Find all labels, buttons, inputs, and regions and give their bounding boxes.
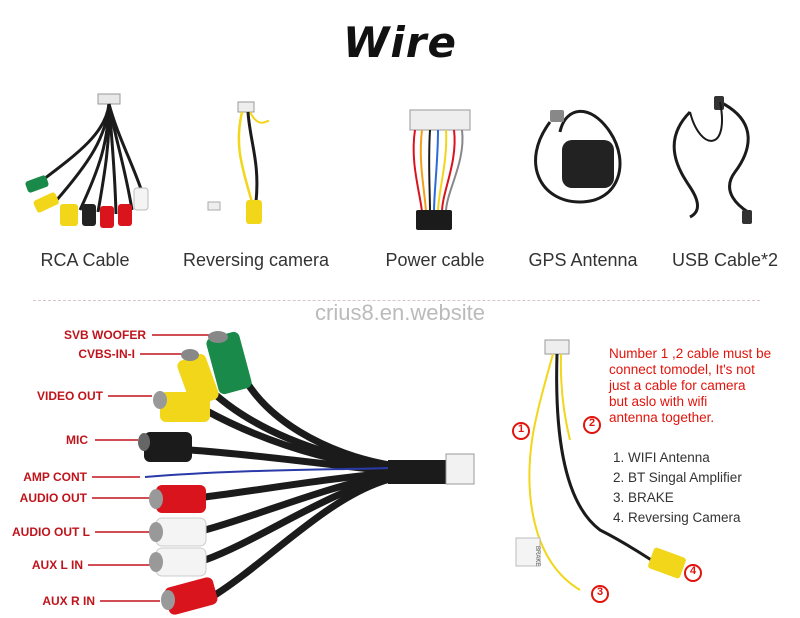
- rca-cable-icon: [25, 93, 149, 228]
- note-line-3: just a cable for camera: [609, 378, 746, 393]
- product-label-reversing-camera: Reversing camera: [182, 250, 330, 270]
- camera-cable-connector: [544, 339, 570, 355]
- marker-3: 3: [596, 586, 604, 598]
- rca-cable-image: [20, 92, 150, 232]
- reversing-camera-cable-icon: [207, 101, 270, 224]
- gps-antenna-icon: [534, 109, 622, 204]
- product-label-usb-cable: USB Cable*2: [671, 250, 779, 270]
- legend-item-3: 3. BRAKE: [613, 490, 674, 505]
- legend-item-4: 4. Reversing Camera: [613, 510, 741, 525]
- marker-4: 4: [689, 565, 697, 577]
- label-aux-l-in: AUX L IN: [31, 558, 83, 572]
- label-svb-woofer: SVB WOOFER: [63, 328, 146, 342]
- page-title: Wire: [343, 18, 457, 67]
- usb-cable-image: [660, 92, 790, 232]
- camera-cable-legend: 1. WIFI Antenna 2. BT Singal Amplifier 3…: [613, 448, 742, 528]
- marker-1: 1: [517, 423, 525, 435]
- section-divider: [33, 300, 760, 301]
- product-label-power-cable: Power cable: [385, 250, 485, 270]
- label-mic: MIC: [66, 433, 88, 447]
- label-audio-out-l: AUDIO OUT L: [12, 525, 90, 539]
- power-cable-icon: [409, 109, 471, 230]
- gps-antenna-image: [520, 92, 650, 232]
- marker-2: 2: [588, 417, 596, 429]
- product-label-gps-antenna: GPS Antenna: [528, 250, 638, 270]
- label-cvbs-in: CVBS-IN-I: [78, 347, 135, 361]
- camera-cable-markers: [512, 416, 702, 603]
- power-cable-image: [370, 92, 500, 232]
- brake-tag-label: BRAKE: [534, 546, 540, 567]
- reversing-camera-cable-image: [190, 92, 320, 232]
- watermark: crius8.en.website: [315, 300, 485, 325]
- label-video-out: VIDEO OUT: [36, 389, 103, 403]
- note-line-5: antenna together.: [609, 410, 715, 425]
- label-amp-cont: AMP CONT: [23, 470, 87, 484]
- legend-item-2: 2. BT Singal Amplifier: [613, 470, 742, 485]
- note-line-4: but aslo with wifi: [609, 394, 708, 409]
- note-line-1: Number 1 ,2 cable must be: [609, 346, 772, 361]
- label-audio-out: AUDIO OUT: [19, 491, 87, 505]
- camera-cable-note: Number 1 ,2 cable must be connect tomode…: [609, 346, 794, 426]
- product-label-rca-cable: RCA Cable: [40, 250, 130, 270]
- legend-item-1: 1. WIFI Antenna: [613, 450, 710, 465]
- usb-cable-icon: [672, 96, 752, 224]
- note-line-2: connect tomodel, It's not: [609, 362, 755, 377]
- label-aux-r-in: AUX R IN: [42, 594, 95, 608]
